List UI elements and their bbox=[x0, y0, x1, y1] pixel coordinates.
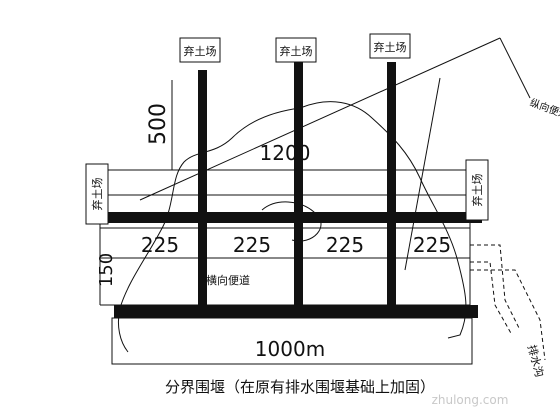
spoil-site-top-3: 弃土场 bbox=[369, 33, 411, 59]
spoil-site-top-2: 弃土场 bbox=[275, 37, 317, 63]
segment-label-2: 225 bbox=[233, 233, 271, 257]
segment-label-1: 225 bbox=[141, 233, 179, 257]
spoil-site-label: 弃土场 bbox=[280, 44, 313, 58]
vertical-road-1 bbox=[198, 70, 207, 310]
spoil-site-top-1: 弃土场 bbox=[179, 37, 221, 63]
transverse-road-label: 横向便道 bbox=[206, 273, 250, 287]
segment-label-4: 225 bbox=[413, 233, 451, 257]
spoil-site-label: 弃土场 bbox=[374, 40, 407, 54]
longitudinal-road-label: 纵向便道 bbox=[528, 96, 560, 122]
spoil-site-left: 弃土场 bbox=[85, 163, 109, 225]
drainage-ditch-lines bbox=[470, 244, 546, 361]
vertical-road-2 bbox=[294, 62, 303, 310]
dimension-1200: 1200 bbox=[260, 141, 311, 165]
dimension-1000m: 1000m bbox=[255, 337, 325, 361]
dimension-500: 500 bbox=[146, 103, 171, 145]
spoil-site-label: 弃土场 bbox=[470, 174, 484, 207]
partition-cofferdam-label: 分界围堰（在原有排水围堰基础上加固） bbox=[165, 378, 435, 396]
vertical-road-3 bbox=[387, 62, 396, 310]
spoil-site-label: 弃土场 bbox=[184, 44, 217, 58]
dimension-150: 150 bbox=[96, 253, 117, 287]
watermark-text: zhulong.com bbox=[432, 393, 509, 407]
spoil-site-right: 弃土场 bbox=[465, 159, 489, 221]
spoil-site-label: 弃土场 bbox=[90, 178, 104, 211]
segment-label-3: 225 bbox=[326, 233, 364, 257]
site-outline bbox=[99, 169, 473, 365]
